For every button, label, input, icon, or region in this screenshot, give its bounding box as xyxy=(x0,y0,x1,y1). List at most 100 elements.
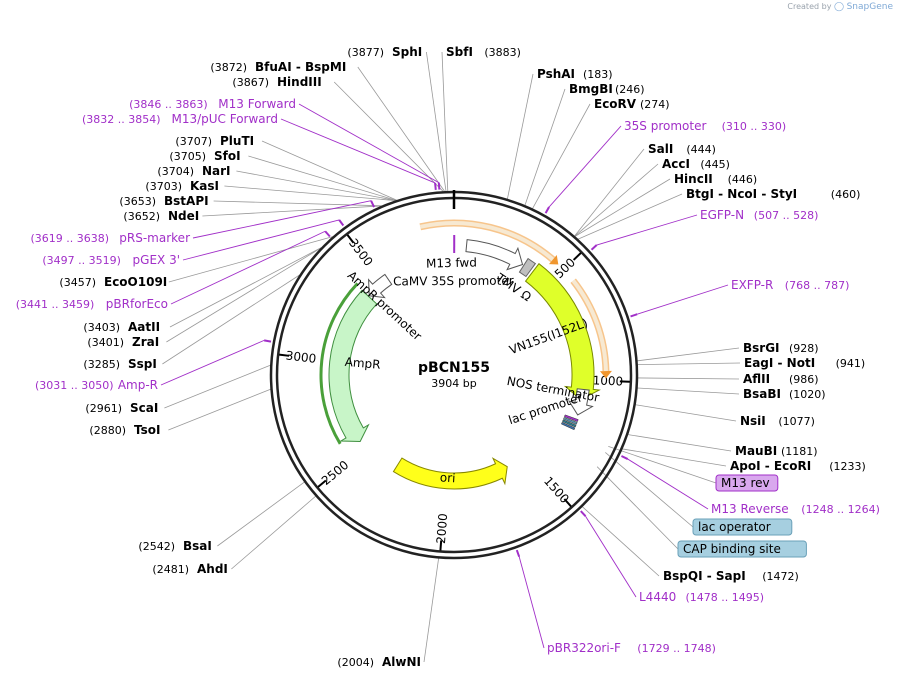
site-name: SfoI xyxy=(214,149,241,163)
leader-line xyxy=(202,205,382,217)
site-label: HindIII (3867) xyxy=(232,75,321,89)
orange-feature-top xyxy=(419,221,555,262)
site-position: (3401) xyxy=(87,336,124,349)
leader-line xyxy=(168,236,333,283)
feature-position: (507 .. 528) xyxy=(754,209,819,222)
primer-mark xyxy=(338,219,345,227)
tick-mark xyxy=(279,353,290,357)
leader-line xyxy=(333,81,444,192)
tick-label: 3000 xyxy=(285,348,317,365)
site-name: AflII xyxy=(743,372,770,386)
lac-promoter-segment xyxy=(563,417,578,425)
leader-line xyxy=(622,448,727,467)
site-label: BfuAI - BspMI(3872) xyxy=(210,60,346,74)
site-position: (986) xyxy=(789,373,819,386)
leader-line xyxy=(231,495,316,570)
site-label: AflII (986) xyxy=(743,372,819,386)
primer-mark xyxy=(324,230,331,238)
site-label: EcoO109I(3457) xyxy=(59,275,167,289)
site-name: BmgBI xyxy=(569,82,613,96)
site-name: EcoRV xyxy=(594,97,637,111)
site-label: ApoI - EcoRI(1233) xyxy=(730,459,866,473)
leader-line xyxy=(169,247,322,328)
feature-label: L4440 (1478 .. 1495) xyxy=(639,590,764,604)
plasmid-length: 3904 bp xyxy=(431,377,476,390)
site-position: (3877) xyxy=(347,46,384,59)
site-name: NsiI xyxy=(740,414,766,428)
site-name: EcoO109I xyxy=(104,275,167,289)
site-label: BtgI - NcoI - StyI(460) xyxy=(686,187,860,201)
camv-35s-promoter-arrow xyxy=(465,239,524,271)
boxed-feature-name: lac operator xyxy=(698,520,771,534)
leader-line xyxy=(261,140,397,201)
boxed-feature-box xyxy=(715,474,779,492)
lac-promoter-segment xyxy=(564,414,579,422)
feature-position: (3619 .. 3638) xyxy=(30,232,109,245)
snapgene-credit: Created by ◯ SnapGene xyxy=(787,2,893,12)
site-label: TsoI(2880) xyxy=(89,423,160,437)
site-position: (446) xyxy=(728,173,758,186)
boxed-feature: M13 rev xyxy=(715,474,779,492)
site-position: (3707) xyxy=(175,135,212,148)
leader-line xyxy=(441,51,449,192)
site-label: SalI(444) xyxy=(648,142,716,156)
feature-position: (3846 .. 3863) xyxy=(129,98,208,111)
feature-label: 35S promoter(310 .. 330) xyxy=(624,119,786,133)
site-position: (2004) xyxy=(337,656,374,669)
site-label: MauBI (1181) xyxy=(735,444,818,458)
boxed-feature: lac operator xyxy=(692,518,793,536)
site-label: PshAI(183) xyxy=(537,67,613,81)
leader-line xyxy=(524,88,566,206)
feature-leader xyxy=(548,125,622,208)
site-label: SspI(3285) xyxy=(83,357,156,371)
site-position: (1233) xyxy=(829,460,866,473)
site-position: (3652) xyxy=(123,210,160,223)
feature-name: pBR322ori-F xyxy=(547,641,621,655)
ampr-outline xyxy=(319,282,359,445)
site-label: HincII(446) xyxy=(674,172,757,186)
site-position: (2542) xyxy=(138,540,175,553)
site-name: BsrGI xyxy=(743,341,780,355)
leader-line xyxy=(507,73,534,200)
site-name: ScaI xyxy=(130,401,158,415)
boxed-feature-leader xyxy=(605,452,694,528)
site-label: BsaBI (1020) xyxy=(743,387,826,401)
site-position: (3704) xyxy=(157,165,194,178)
site-label: BstAPI(3653) xyxy=(119,194,208,208)
feature-name: L4440 xyxy=(639,590,676,604)
site-label: EcoRV(274) xyxy=(594,97,670,111)
inner-label-m13-fwd: M13 fwd xyxy=(426,255,477,270)
site-name: MauBI xyxy=(735,444,777,458)
site-position: (3867) xyxy=(232,76,269,89)
plasmid-name: pBCN155 xyxy=(418,360,490,376)
feature-label: pGEX 3'(3497 .. 3519) xyxy=(42,253,180,267)
site-label: NarI(3704) xyxy=(157,164,230,178)
tick-label: 3500 xyxy=(346,236,376,269)
site-label: SfoI(3705) xyxy=(169,149,240,163)
leader-line xyxy=(532,103,591,209)
feature-position: (3441 .. 3459) xyxy=(16,298,95,311)
site-position: (1020) xyxy=(789,388,826,401)
site-position: (1472) xyxy=(762,570,799,583)
site-name: BsaBI xyxy=(743,387,781,401)
site-position: (1181) xyxy=(781,445,818,458)
feature-label: Amp-R(3031 .. 3050) xyxy=(35,378,158,392)
leader-line xyxy=(574,163,659,237)
leader-line xyxy=(426,51,447,192)
site-position: (2961) xyxy=(85,402,122,415)
leader-line xyxy=(637,377,740,380)
feature-name: EGFP-N xyxy=(700,208,744,222)
inner-label-ori: ori xyxy=(439,470,455,485)
site-name: SphI xyxy=(392,45,422,59)
feature-name: EXFP-R xyxy=(731,278,773,292)
credit-brand: SnapGene xyxy=(846,2,893,12)
ampr-promoter-arrow xyxy=(368,273,393,299)
feature-label: EGFP-N (507 .. 528) xyxy=(700,208,818,222)
site-name: AatII xyxy=(128,320,160,334)
site-name: HindIII xyxy=(277,75,322,89)
feature-position: (1478 .. 1495) xyxy=(686,591,765,604)
site-position: (445) xyxy=(700,158,730,171)
leader-line xyxy=(217,481,305,547)
leader-line xyxy=(248,155,397,201)
feature-leader xyxy=(637,284,729,315)
